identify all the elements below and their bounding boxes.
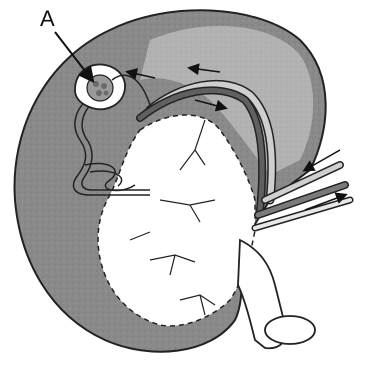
glomerulus	[75, 64, 125, 109]
ureter-opening	[265, 316, 315, 344]
label-a: A	[40, 6, 55, 31]
